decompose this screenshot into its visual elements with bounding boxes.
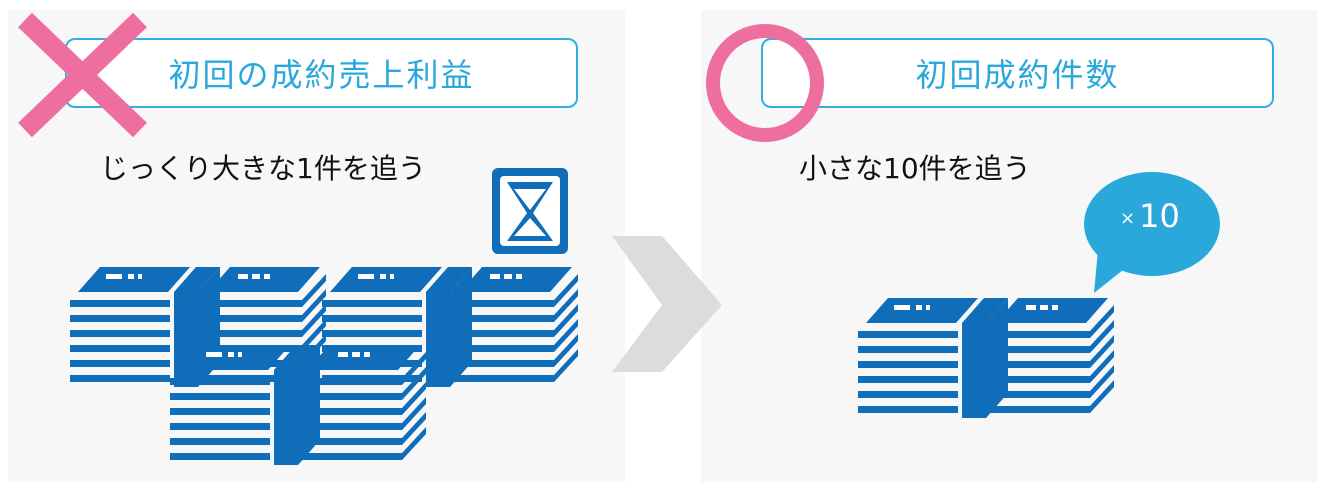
right-subtitle: 小さな10件を追う: [799, 152, 1031, 185]
right-title: 初回成約件数: [915, 56, 1120, 94]
left-panel: 初回の成約売上利益 じっくり大きな1件を追う: [8, 10, 625, 482]
left-title-box: 初回の成約売上利益: [65, 38, 578, 108]
right-panel: 初回成約件数 小さな10件を追う: [701, 10, 1317, 482]
left-title: 初回の成約売上利益: [168, 56, 475, 94]
bubble-count: 10: [1139, 197, 1180, 235]
right-title-box: 初回成約件数: [761, 38, 1274, 108]
bubble-text: ×10: [1120, 197, 1180, 235]
left-subtitle: じっくり大きな1件を追う: [100, 152, 426, 185]
bubble-times: ×: [1120, 208, 1136, 229]
